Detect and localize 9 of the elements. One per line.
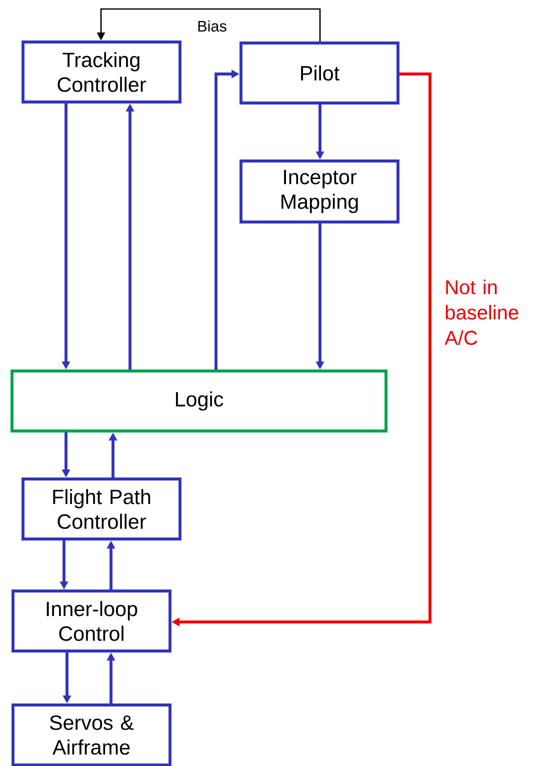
block-box: Inner-loop Control <box>12 590 172 652</box>
block-box: Inceptor Mapping <box>240 160 400 224</box>
block-box: Servos & Airframe <box>12 704 172 766</box>
edge-label: Not in baseline A/C <box>443 278 537 346</box>
block-box: Logic <box>10 370 388 432</box>
edge-label: Bias <box>196 19 228 33</box>
block-box: Pilot <box>240 42 400 104</box>
block-box: Tracking Controller <box>22 40 182 104</box>
block-box: Flight Path Controller <box>22 478 182 540</box>
